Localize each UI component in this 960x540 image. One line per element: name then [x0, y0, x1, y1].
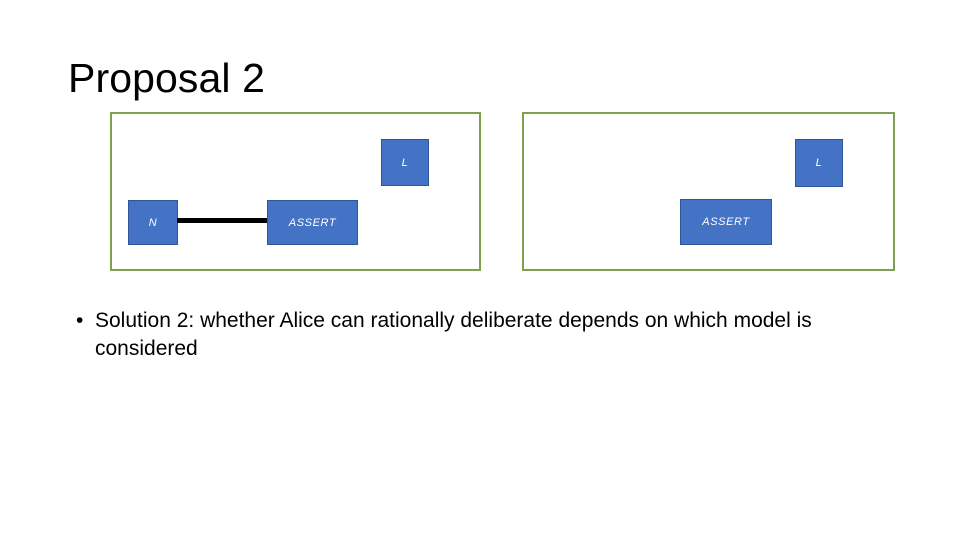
bullet-list: • Solution 2: whether Alice can rational… [74, 307, 894, 363]
node-l-right[interactable]: L [795, 139, 843, 187]
list-item-text: Solution 2: whether Alice can rationally… [95, 309, 812, 360]
diagram-frame-right: L ASSERT [522, 112, 895, 271]
node-l-left[interactable]: L [381, 139, 429, 186]
node-assert-right[interactable]: ASSERT [680, 199, 772, 245]
list-item: • Solution 2: whether Alice can rational… [74, 307, 894, 363]
node-assert-left[interactable]: ASSERT [267, 200, 358, 245]
node-n-left[interactable]: N [128, 200, 178, 245]
bullet-point-icon: • [76, 309, 84, 332]
connector-n-assert [177, 218, 269, 223]
page-title: Proposal 2 [68, 55, 266, 101]
diagram-frame-left: L N ASSERT [110, 112, 481, 271]
